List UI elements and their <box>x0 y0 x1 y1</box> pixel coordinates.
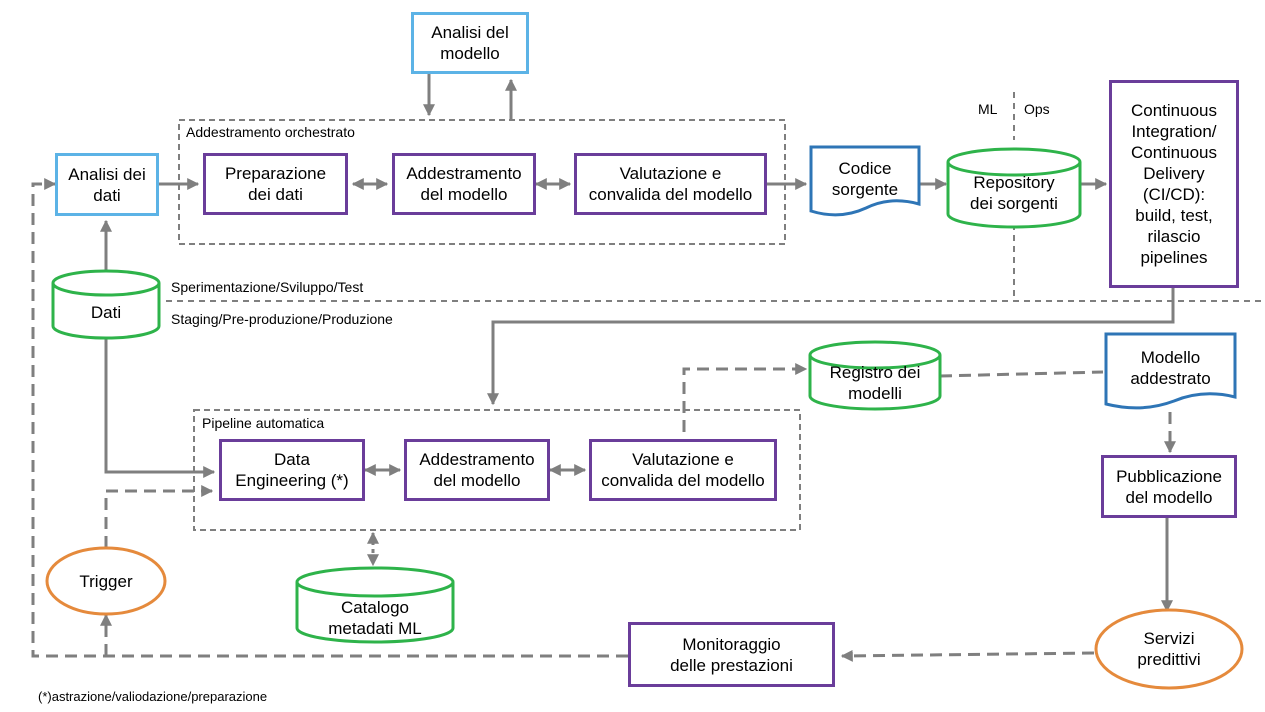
trigger-text: Trigger <box>79 571 133 591</box>
orchestrated-training-frame <box>178 119 786 245</box>
data-text: Dati <box>90 302 122 322</box>
model-evaluation-top-box: Valutazione e convalida del modello <box>574 153 767 215</box>
dev-environment-label: Sperimentazione/Sviluppo/Test <box>171 279 364 295</box>
arrow-data-engineering <box>104 339 216 478</box>
data-engineering-box: Data Engineering (*) <box>219 439 365 501</box>
model-registry-text: Registro dei modelli <box>829 363 921 403</box>
predictive-services-text: Servizi predittivi <box>1137 629 1201 669</box>
model-analysis-box: Analisi del modello <box>411 12 529 74</box>
model-training-top-box: Addestramento del modello <box>392 153 536 215</box>
footnote: (*)astrazione/valiodazione/preparazione <box>38 689 268 704</box>
dashed-registry-model <box>939 370 1104 378</box>
dashed-eval-registry <box>682 363 808 432</box>
ml-label: ML <box>978 101 998 117</box>
trained-model-doc-shape <box>1104 332 1237 410</box>
model-training-bottom-box: Addestramento del modello <box>404 439 550 501</box>
dashed-services-monitoring <box>840 649 1095 662</box>
registry-cylinder-shape <box>808 340 942 411</box>
ops-label: Ops <box>1024 101 1050 117</box>
model-publishing-box: Pubblicazione del modello <box>1101 455 1237 518</box>
catalog-cylinder-shape <box>295 566 455 644</box>
model-evaluation-bottom-box: Valutazione e convalida del modello <box>589 439 777 501</box>
arrow-cicd-pipeline <box>487 288 1175 406</box>
repo-cylinder-shape <box>946 147 1082 229</box>
prod-environment-label: Staging/Pre-produzione/Produzione <box>171 311 393 327</box>
data-cylinder-shape <box>51 269 161 340</box>
performance-monitoring-box: Monitoraggio delle prestazioni <box>628 622 835 687</box>
source-repository-text: Repository dei sorgenti <box>970 173 1058 213</box>
automated-pipeline-label: Pipeline automatica <box>202 415 325 431</box>
data-analysis-box: Analisi dei dati <box>55 153 159 216</box>
source-code-doc-shape <box>809 145 921 217</box>
cicd-box: Continuous Integration/ Continuous Deliv… <box>1109 80 1239 288</box>
dashed-trigger-de <box>104 485 214 548</box>
trained-model-text: Modello addestrato <box>1130 348 1211 388</box>
trigger-ellipse-shape <box>45 546 167 616</box>
automated-pipeline-frame <box>193 409 801 531</box>
data-preparation-box: Preparazione dei dati <box>203 153 348 215</box>
orchestrated-training-label: Addestramento orchestrato <box>186 124 355 140</box>
source-code-text: Codice sorgente <box>831 159 899 199</box>
services-ellipse-shape <box>1094 608 1244 690</box>
ml-metadata-catalog-text: Catalogo metadati ML <box>328 598 422 638</box>
